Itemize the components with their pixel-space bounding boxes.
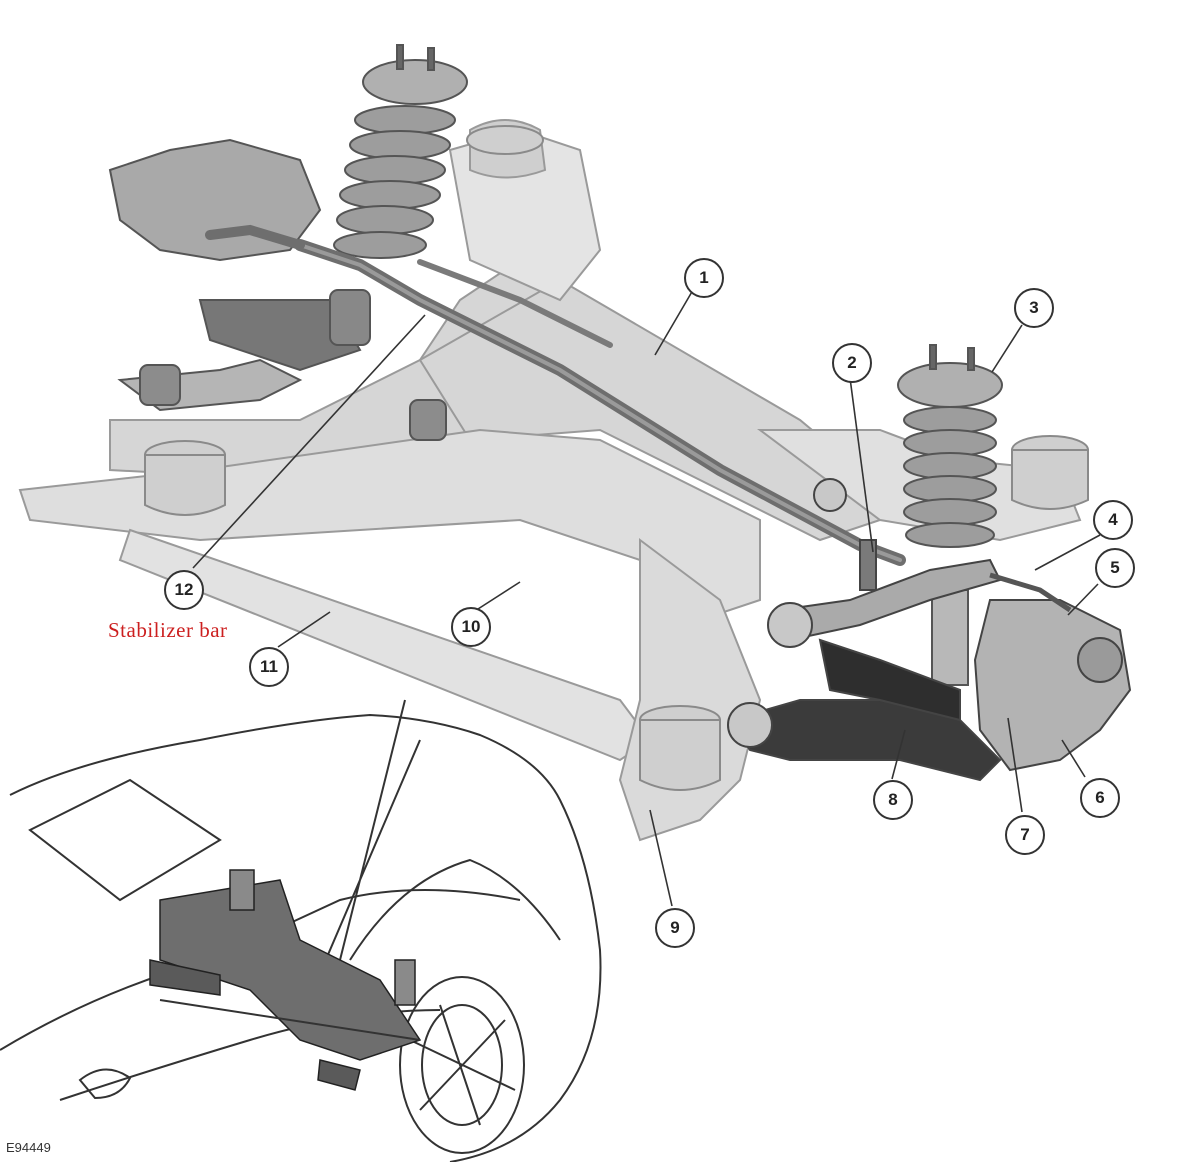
callout-4: 4: [1093, 500, 1133, 540]
figure-code: E94449: [6, 1140, 51, 1155]
right-coil-spring: [897, 344, 1003, 686]
inset-suspension: [149, 869, 422, 1091]
callout-11: 11: [249, 647, 289, 687]
callout-10: 10: [451, 607, 491, 647]
left-knuckle-and-arms: [108, 138, 447, 441]
stabilizer-bar-annotation: Stabilizer bar: [108, 618, 228, 642]
left-coil-spring: [333, 44, 468, 259]
right-arms-and-knuckle: [727, 478, 1132, 782]
callout-1: 1: [684, 258, 724, 298]
callout-12: 12: [164, 570, 204, 610]
callout-9: 9: [655, 908, 695, 948]
vehicle-location-inset: [0, 699, 602, 1162]
callout-2: 2: [832, 343, 872, 383]
callout-6: 6: [1080, 778, 1120, 818]
callout-7: 7: [1005, 815, 1045, 855]
callout-8: 8: [873, 780, 913, 820]
callout-5: 5: [1095, 548, 1135, 588]
subframe-bushings: [144, 125, 1089, 791]
callout-3: 3: [1014, 288, 1054, 328]
leader-lines: [192, 289, 1101, 907]
